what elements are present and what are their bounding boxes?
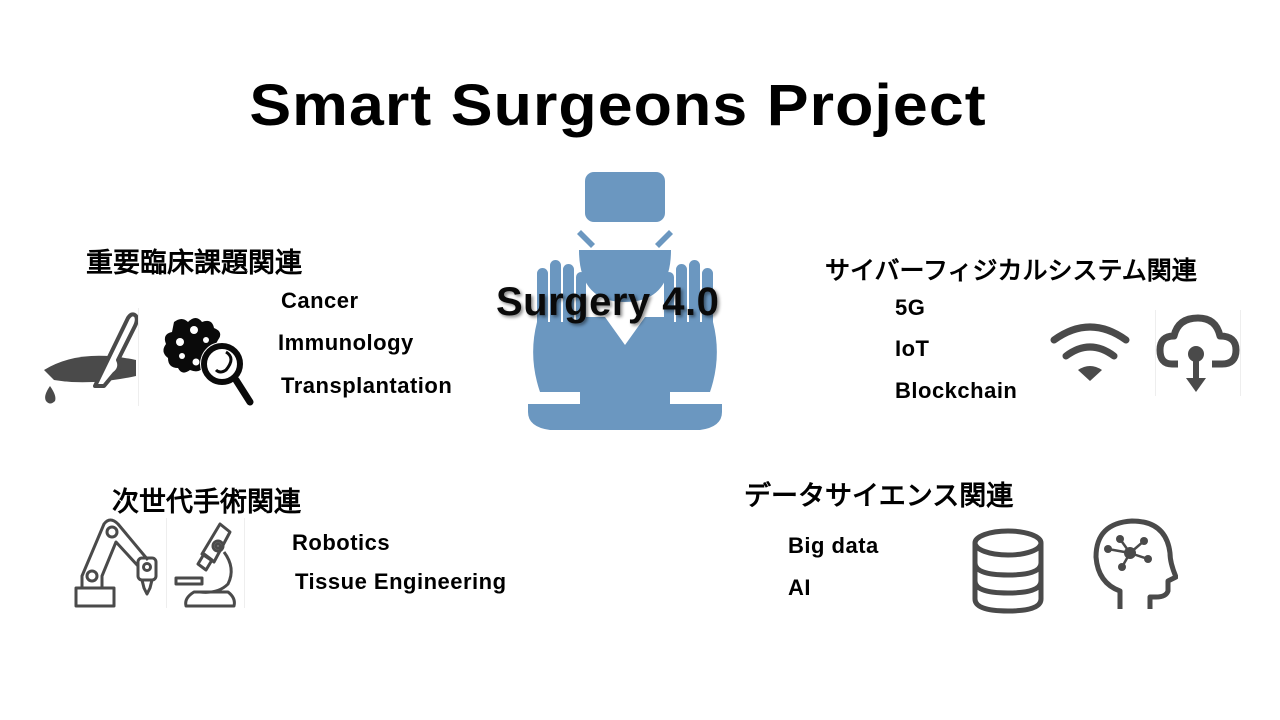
microscope-icon <box>172 518 245 608</box>
section-heading-next-gen-surgery: 次世代手術関連 <box>112 487 301 518</box>
section-heading-clinical: 重要臨床課題関連 <box>86 248 302 279</box>
list-item: Robotics <box>292 530 391 555</box>
list-item: Cancer <box>281 288 359 313</box>
section-heading-cps: サイバーフィジカルシステム関連 <box>825 256 1197 285</box>
list-item: Immunology <box>278 330 414 355</box>
list-item: 5G <box>895 295 926 320</box>
list-item: Big data <box>788 533 879 558</box>
page-title: Smart Surgeons Project <box>249 73 987 138</box>
surgeon-icon <box>520 172 730 430</box>
list-item: IoT <box>895 336 930 361</box>
ai-head-icon <box>1090 517 1178 613</box>
database-icon <box>968 527 1048 615</box>
cloud-download-icon <box>1155 310 1241 396</box>
robot-arm-icon <box>72 518 167 608</box>
wifi-icon <box>1050 318 1130 388</box>
center-label: Surgery 4.0 <box>496 280 720 324</box>
virus-magnifier-icon <box>160 310 258 408</box>
scalpel-incision-icon <box>40 308 139 406</box>
list-item: Blockchain <box>895 378 1018 403</box>
list-item: AI <box>788 575 811 600</box>
section-heading-data-science: データサイエンス関連 <box>744 481 1014 512</box>
list-item: Transplantation <box>281 373 453 398</box>
list-item: Tissue Engineering <box>295 569 507 594</box>
